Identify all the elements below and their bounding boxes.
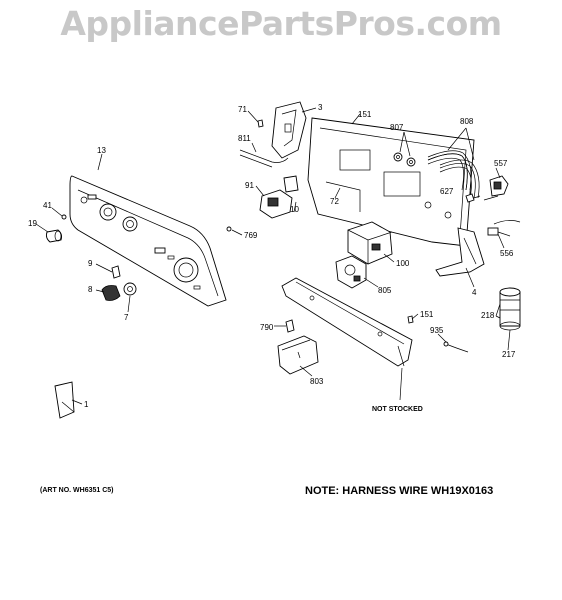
fill-hoses-808 xyxy=(427,150,480,199)
watermark-text: AppliancePartsPros.com xyxy=(60,4,502,43)
part-556 xyxy=(487,220,521,237)
backsplash-72 xyxy=(307,117,475,247)
label-100: 100 xyxy=(396,259,410,268)
art-number: (ART NO. WH6351 C5) xyxy=(40,487,114,494)
part-labels: 13 41 19 9 8 7 1 71 3 811 91 10 769 151 … xyxy=(28,103,516,413)
label-811: 811 xyxy=(238,134,251,143)
label-72: 72 xyxy=(330,197,339,206)
control-panel-13 xyxy=(69,175,227,307)
label-10: 10 xyxy=(290,205,299,214)
label-41: 41 xyxy=(43,201,52,210)
switch-91-10 xyxy=(259,175,299,219)
label-790: 790 xyxy=(260,323,274,332)
label-151-top: 151 xyxy=(358,110,372,119)
label-805: 805 xyxy=(378,286,392,295)
timer-100 xyxy=(347,221,393,265)
screw-151-lower xyxy=(407,315,414,324)
grommets-807 xyxy=(393,152,416,167)
capacitor-217-218 xyxy=(499,287,521,331)
label-807: 807 xyxy=(390,123,404,132)
valve-805 xyxy=(335,255,367,289)
label-627: 627 xyxy=(440,187,454,196)
label-217: 217 xyxy=(502,350,516,359)
label-556: 556 xyxy=(500,249,514,258)
label-557: 557 xyxy=(494,159,508,168)
part-557 xyxy=(489,175,509,197)
part-627 xyxy=(465,193,499,203)
label-7: 7 xyxy=(124,313,129,322)
mounting-bracket-not-stocked xyxy=(281,277,413,367)
leader-lines xyxy=(35,107,511,405)
wire-935 xyxy=(443,341,469,353)
document-1 xyxy=(54,381,75,419)
label-935: 935 xyxy=(430,326,444,335)
label-1: 1 xyxy=(84,400,89,409)
bracket-3 xyxy=(271,101,307,159)
part-71 xyxy=(257,119,264,128)
label-71: 71 xyxy=(238,105,247,114)
label-9: 9 xyxy=(88,259,93,268)
label-not-stocked: NOT STOCKED xyxy=(372,406,423,413)
harness-note: NOTE: HARNESS WIRE WH19X0163 xyxy=(305,485,494,497)
bracket-4 xyxy=(435,227,485,277)
label-151-lower: 151 xyxy=(420,310,434,319)
label-218: 218 xyxy=(481,311,495,320)
part-7 xyxy=(123,282,137,296)
label-808: 808 xyxy=(460,117,474,126)
knob-8 xyxy=(101,285,121,301)
part-41 xyxy=(61,214,67,220)
part-790 xyxy=(285,319,295,333)
label-91: 91 xyxy=(245,181,254,190)
knob-19 xyxy=(45,229,63,243)
label-19: 19 xyxy=(28,219,37,228)
hose-811 xyxy=(239,149,289,168)
label-803: 803 xyxy=(310,377,324,386)
label-3: 3 xyxy=(318,103,323,112)
label-769: 769 xyxy=(244,231,258,240)
part-769 xyxy=(226,226,232,232)
label-13: 13 xyxy=(97,146,106,155)
label-4: 4 xyxy=(472,288,477,297)
label-8: 8 xyxy=(88,285,93,294)
part-9 xyxy=(111,265,121,279)
dispenser-803 xyxy=(277,335,319,375)
